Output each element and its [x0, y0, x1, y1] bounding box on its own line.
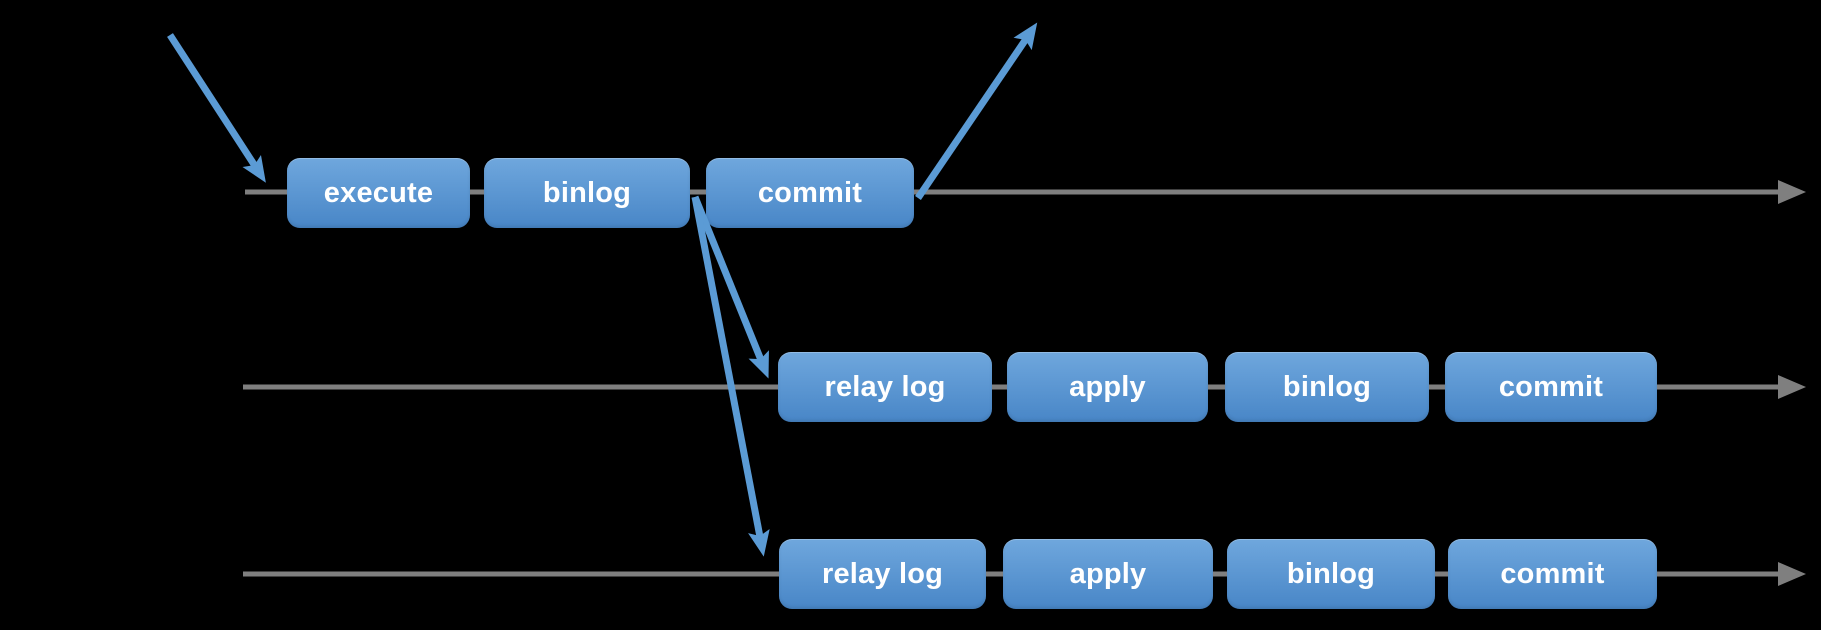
row2-box-relay-log: relay log: [778, 352, 992, 422]
arrow-binlog-to-relay-log-row2: [691, 195, 769, 379]
row1-box-commit: commit: [706, 158, 914, 228]
arrow-binlog-to-relay-log-row3: [691, 196, 770, 557]
row3-box-relay-log: relay log: [779, 539, 986, 609]
arrow-out-of-commit: [915, 22, 1038, 200]
box-label: binlog: [542, 176, 632, 209]
box-label: execute: [323, 176, 434, 209]
box-label: binlog: [1282, 370, 1372, 403]
row2-box-apply: apply: [1007, 352, 1208, 422]
box-label: relay log: [824, 370, 946, 403]
arrow-into-timeline-1: [167, 33, 266, 183]
box-label: apply: [1069, 557, 1147, 590]
row2-box-binlog: binlog: [1225, 352, 1429, 422]
row1-box-binlog: binlog: [484, 158, 690, 228]
box-label: commit: [1498, 370, 1604, 403]
box-label: commit: [1500, 557, 1605, 590]
box-label: binlog: [1286, 557, 1376, 590]
row3-box-binlog: binlog: [1227, 539, 1435, 609]
row2-box-commit: commit: [1445, 352, 1657, 422]
row3-box-commit: commit: [1448, 539, 1657, 609]
box-label: relay log: [821, 557, 944, 590]
row3-box-apply: apply: [1003, 539, 1213, 609]
box-label: apply: [1069, 370, 1146, 403]
box-label: commit: [757, 176, 863, 209]
row1-box-execute: execute: [287, 158, 470, 228]
